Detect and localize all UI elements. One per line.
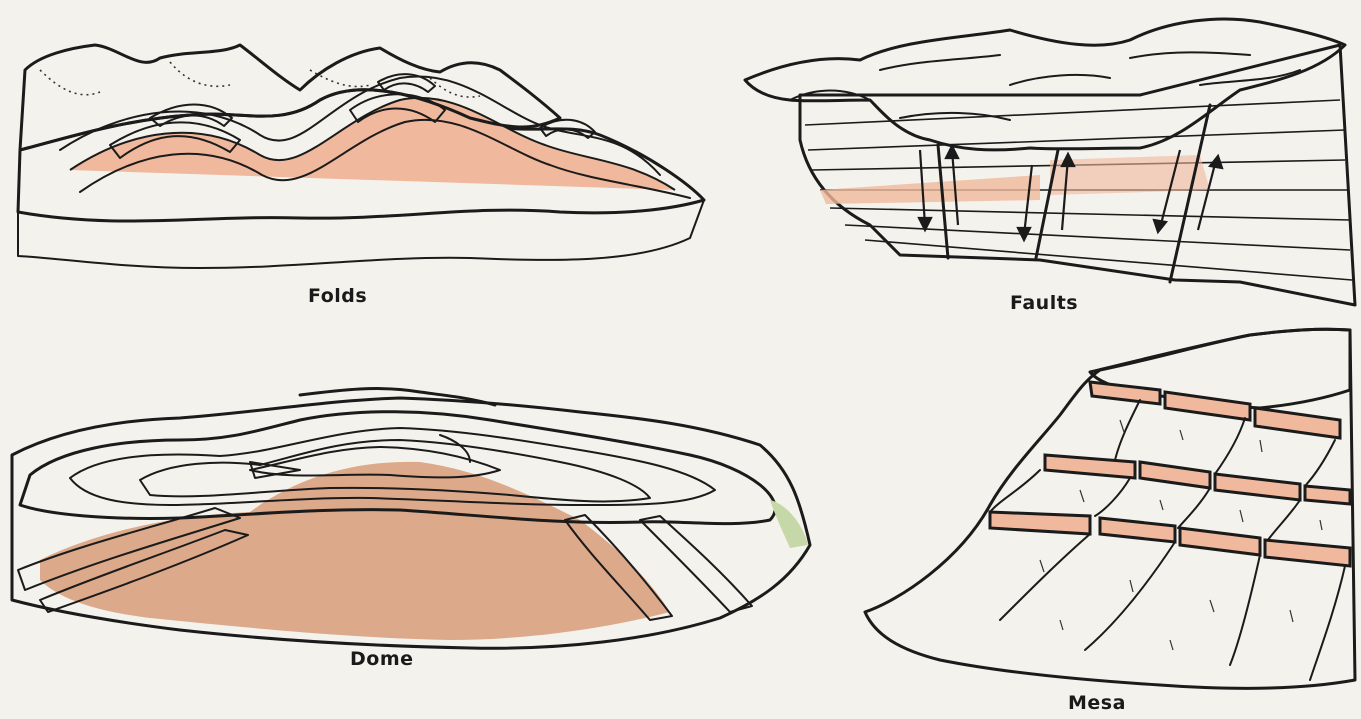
folds-diagram [18, 45, 704, 268]
mesa-caption: Mesa [1068, 692, 1126, 714]
faults-diagram [745, 19, 1355, 305]
mesa-diagram [865, 329, 1355, 688]
dome-caption: Dome [350, 648, 414, 670]
folds-caption: Folds [308, 285, 367, 307]
dome-diagram [12, 389, 810, 649]
faults-caption: Faults [1010, 292, 1078, 314]
